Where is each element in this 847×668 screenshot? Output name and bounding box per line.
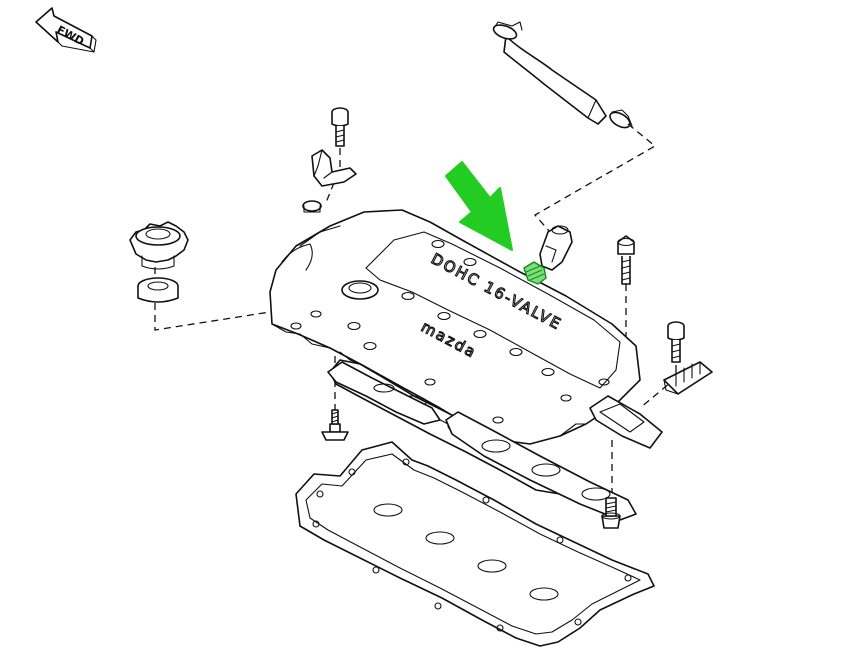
pcv-valve [523, 261, 547, 285]
fwd-arrow-icon: FWD [35, 7, 97, 53]
bracket-bolt-right [667, 321, 685, 363]
pcv-elbow [539, 225, 573, 271]
cover-seal-left [327, 361, 441, 425]
oil-filler-cap [129, 221, 189, 270]
hose-clamp-top [492, 21, 523, 40]
plug-seal-gasket [445, 411, 637, 521]
small-clip [302, 200, 322, 213]
highlight-arrow-icon [445, 161, 513, 251]
valve-cover: DOHC 16-VALVE mazda [269, 209, 641, 445]
head-cover-gasket [295, 441, 655, 647]
cap-seal [137, 277, 179, 303]
cable-bracket [311, 149, 357, 187]
bracket-bolt [331, 107, 349, 147]
cover-bolt-right [617, 235, 635, 285]
inner-gasket-right [589, 395, 663, 449]
breather-hose [503, 35, 607, 125]
screw-left [321, 409, 349, 441]
harness-bracket [663, 361, 713, 395]
screw-lower [601, 497, 621, 529]
hose-clamp-bottom [609, 109, 633, 129]
